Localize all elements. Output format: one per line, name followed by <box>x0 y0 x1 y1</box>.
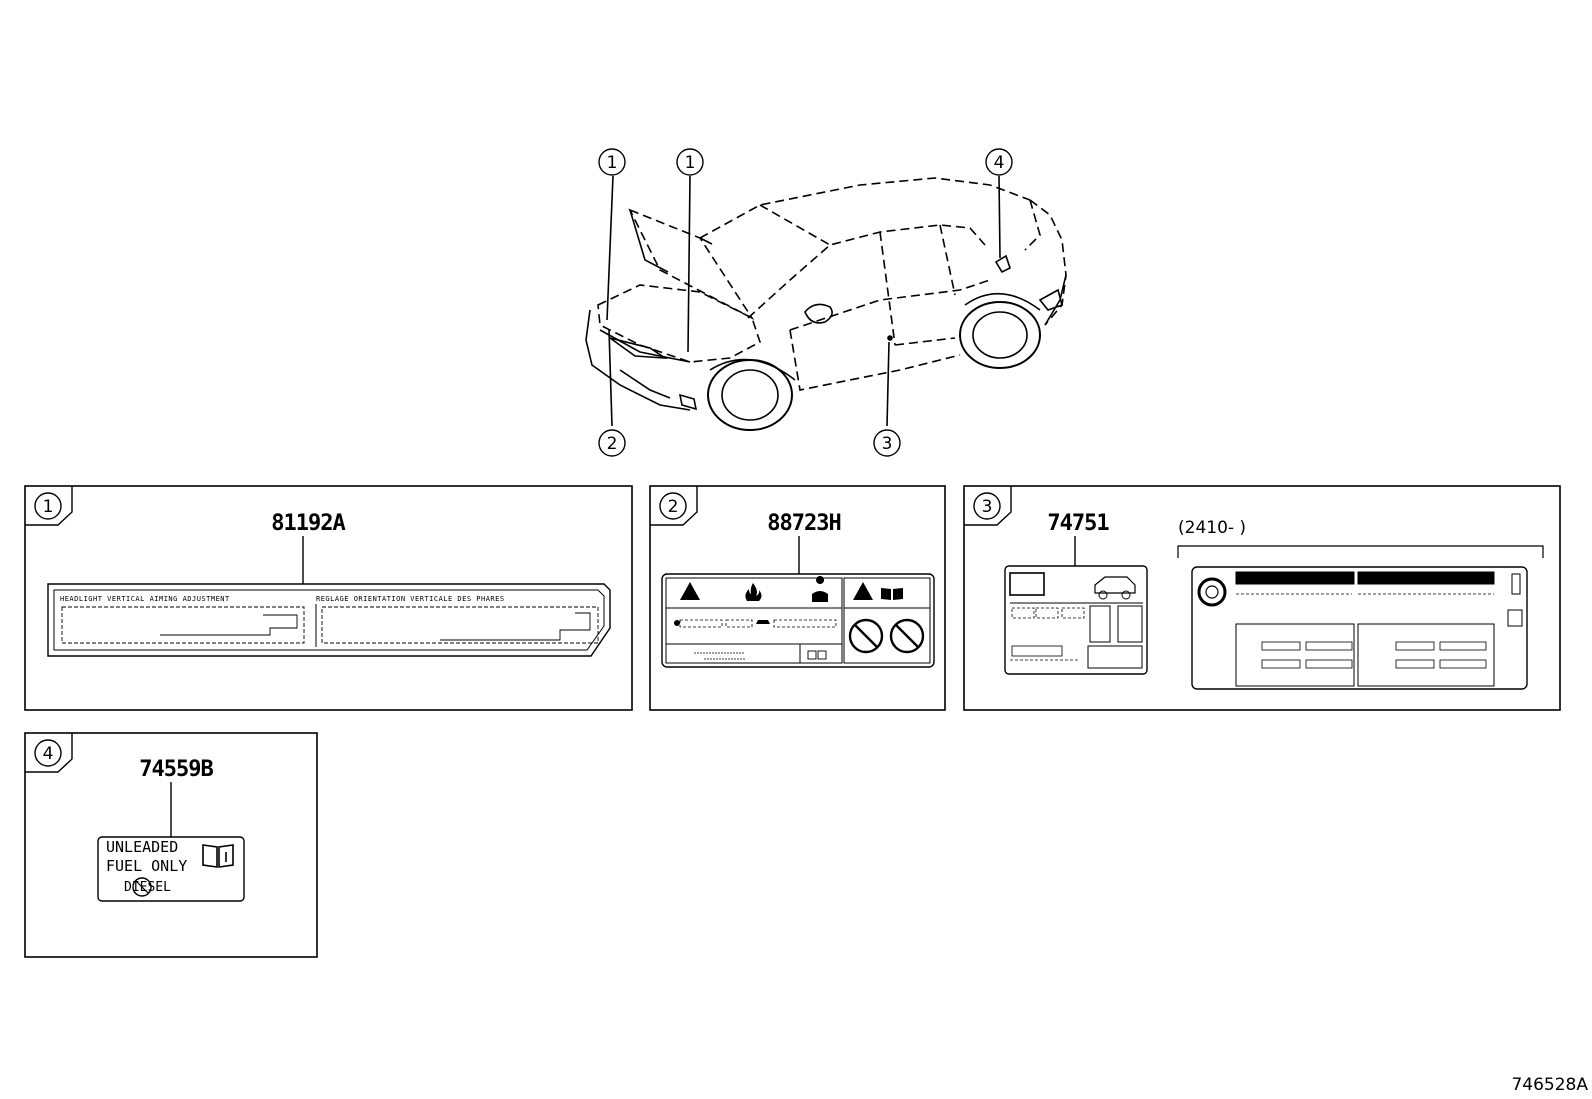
callout-3 <box>873 429 901 457</box>
car-illustration <box>585 175 1067 431</box>
callout-1-right-number: 1 <box>685 153 696 173</box>
panel-3: 3 74751 (2410- ) <box>963 485 1561 711</box>
flame-icon <box>745 583 762 601</box>
sun-icon <box>674 620 680 626</box>
callout-1-left-number: 1 <box>607 153 618 173</box>
callout-2-number: 2 <box>607 434 618 454</box>
panel-1-number: 1 <box>43 497 54 517</box>
fuel-label-line1: UNLEADED <box>106 838 178 856</box>
callout-4-number: 4 <box>994 153 1005 173</box>
eye-protection-icon <box>812 576 828 602</box>
manual-icon <box>881 588 903 600</box>
panel-1: 1 81192A HEADLIGHT VERTICAL AIMING ADJUS… <box>24 485 633 711</box>
callout-2 <box>598 429 626 457</box>
panel-1-part-number: 81192A <box>271 511 345 536</box>
manual-icon-fuel <box>202 844 234 868</box>
panel-4-part-number: 74559B <box>139 757 213 782</box>
callouts <box>598 148 1013 457</box>
callout-3-number: 3 <box>882 434 893 454</box>
warning-triangle-icon-2 <box>853 582 873 600</box>
panel-2: 2 88723H <box>649 485 946 711</box>
battery-warning-label <box>661 573 935 668</box>
reference-code: 746528A <box>1511 1075 1588 1095</box>
headlight-label-english: HEADLIGHT VERTICAL AIMING ADJUSTMENT <box>60 595 230 603</box>
callout-1-left <box>598 148 626 176</box>
fuel-label-line2: FUEL ONLY <box>106 857 187 875</box>
warning-triangle-icon <box>680 582 700 600</box>
panel-3-part-number: 74751 <box>1047 511 1109 536</box>
headlight-label-french: REGLAGE ORIENTATION VERTICALE DES PHARES <box>316 595 505 603</box>
callout-4 <box>985 148 1013 176</box>
panel-3-number: 3 <box>982 497 993 517</box>
battery-icon <box>756 620 770 624</box>
callout-1-right <box>676 148 704 176</box>
fuel-label: UNLEADED FUEL ONLY DIESEL <box>97 836 245 902</box>
panel-2-part-number: 88723H <box>767 511 840 536</box>
panel-4-number: 4 <box>43 744 54 764</box>
panel-2-number: 2 <box>668 497 679 517</box>
headlight-aiming-label <box>47 583 611 657</box>
tire-placard-small <box>1004 565 1148 675</box>
tire-placard-large <box>1191 566 1528 690</box>
panel-3-date-range: (2410- ) <box>1178 518 1246 538</box>
panel-4: 4 74559B UNLEADED FUEL ONLY DIESEL <box>24 732 318 958</box>
prohibited-icon <box>132 877 152 897</box>
fuel-label-line3: DIESEL <box>124 880 171 895</box>
